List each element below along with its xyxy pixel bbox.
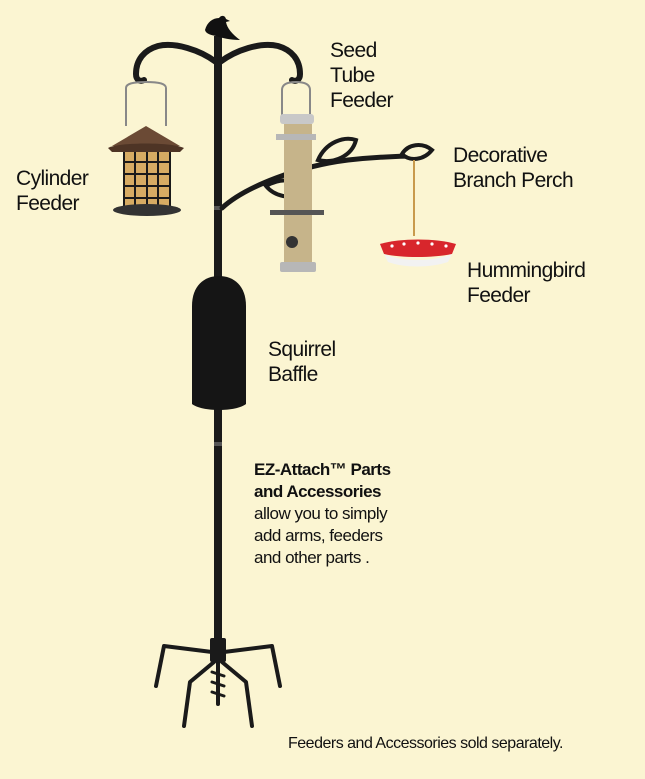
seed-tube-label-line-1: Seed: [330, 39, 377, 62]
ez-attach-heading-line-2: and Accessories: [254, 482, 381, 501]
seed-tube-label-line-2: Tube: [330, 64, 375, 87]
squirrel-baffle-illustration: [192, 276, 246, 410]
branch-label-line-2: Branch Perch: [453, 169, 574, 192]
baffle-label-line-1: Squirrel: [268, 338, 336, 361]
seed-tube-feeder-label: Seed Tube Feeder: [330, 38, 394, 113]
ez-attach-body-line-3: and other parts .: [254, 548, 370, 567]
squirrel-baffle-label: Squirrel Baffle: [268, 337, 336, 387]
shepherd-hook-arms: [132, 42, 304, 84]
ez-attach-body-line-2: add arms, feeders: [254, 526, 383, 545]
cylinder-feeder-label: Cylinder Feeder: [16, 166, 89, 216]
ez-attach-body-line-1: allow you to simply: [254, 504, 388, 523]
branch-perch-label: Decorative Branch Perch: [453, 143, 574, 193]
ez-attach-description: EZ-Attach™ Parts and Accessories allow y…: [254, 459, 391, 569]
decorative-branch-perch: [219, 136, 435, 211]
cylinder-feeder-illustration: [108, 80, 184, 216]
cylinder-label-line-2: Feeder: [16, 192, 80, 215]
seed-tube-label-line-3: Feeder: [330, 89, 394, 112]
cylinder-label-line-1: Cylinder: [16, 167, 89, 190]
ground-stake-base: [154, 638, 282, 728]
branch-label-line-1: Decorative: [453, 144, 548, 167]
ez-attach-heading-line-1: EZ-Attach™ Parts: [254, 460, 391, 479]
hummingbird-label-line-1: Hummingbird: [467, 259, 586, 282]
hummingbird-label-line-2: Feeder: [467, 284, 531, 307]
hummingbird-feeder-label: Hummingbird Feeder: [467, 258, 586, 308]
seed-tube-feeder-illustration: [270, 80, 324, 272]
sold-separately-footnote: Feeders and Accessories sold separately.: [288, 735, 563, 752]
hummingbird-feeder-illustration: [380, 160, 456, 267]
baffle-label-line-2: Baffle: [268, 363, 318, 386]
bird-silhouette-icon: [205, 15, 240, 40]
